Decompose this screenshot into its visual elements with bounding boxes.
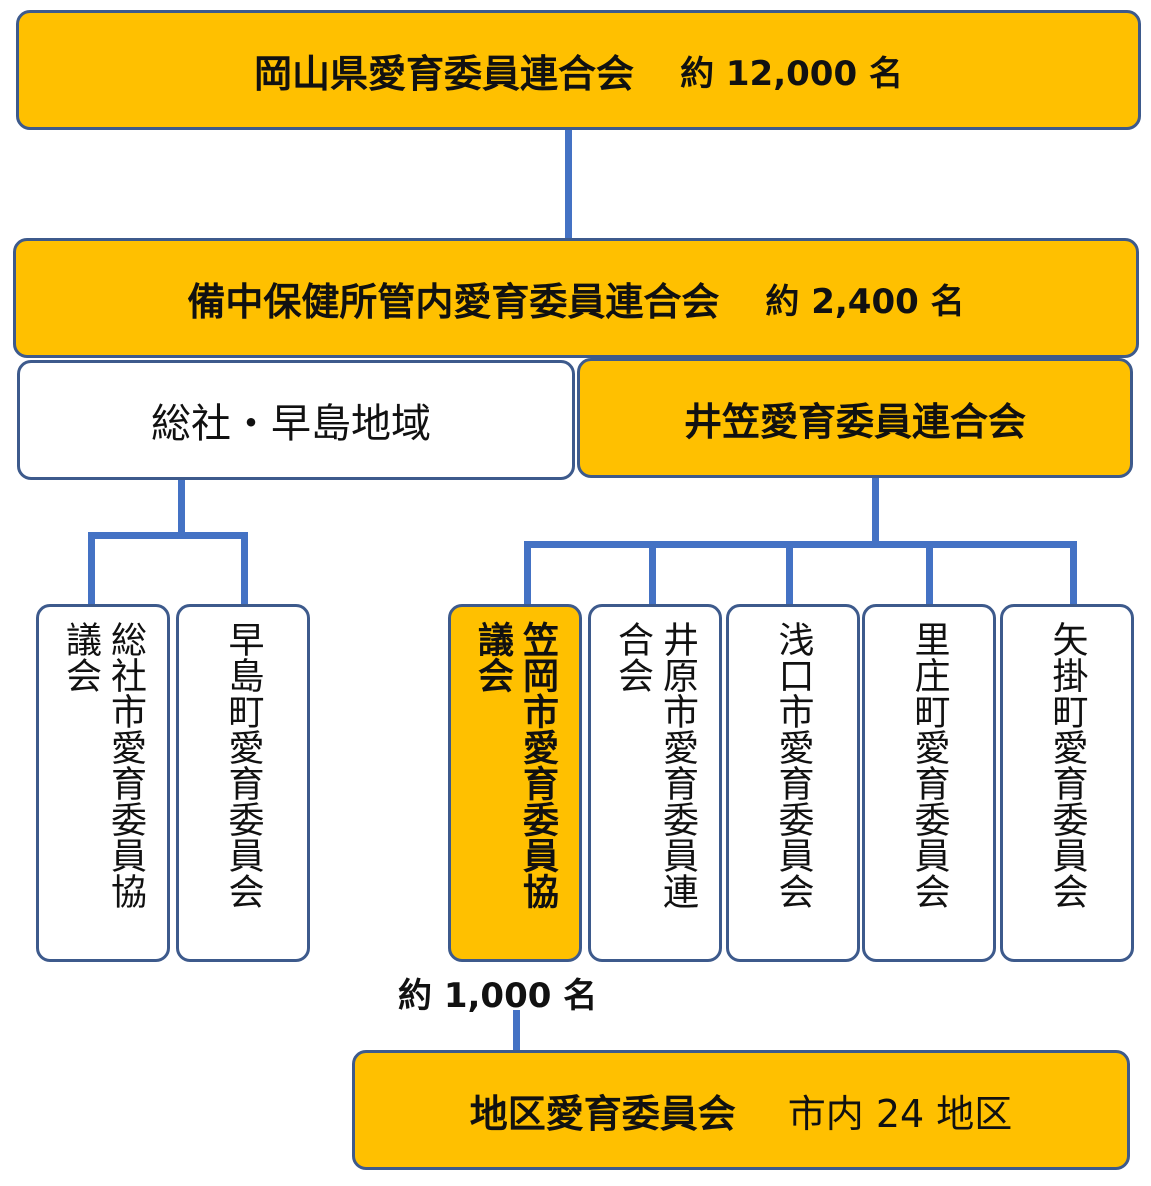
bicchu-name: 備中保健所管内愛育委員連合会 xyxy=(187,279,720,324)
prefecture-count: 約 12,000 名 xyxy=(680,53,903,94)
prefecture-box: 岡山県愛育委員連合会 約 12,000 名 xyxy=(16,10,1141,130)
ikasa-name: 井笠愛育委員連合会 xyxy=(683,399,1026,444)
soja-member-box: 総社市愛育委員協議会 xyxy=(36,604,170,962)
connector-soja-trunk xyxy=(178,480,185,532)
connector-ikasa-bar xyxy=(524,541,1077,548)
connector-kasaoka-district xyxy=(513,1010,520,1052)
soja-area-box: 総社・早島地域 xyxy=(17,360,575,480)
yakage-member-box: 矢掛町愛育委員会 xyxy=(1000,604,1134,962)
connector-soja-drop-2 xyxy=(241,532,248,607)
connector-ikasa-drop-4 xyxy=(926,541,933,607)
asakuchi-member-box: 浅口市愛育委員会 xyxy=(726,604,860,962)
connector-ikasa-drop-1 xyxy=(524,541,531,607)
district-box: 地区愛育委員会 市内 24 地区 xyxy=(352,1050,1130,1170)
satosho-member-name: 里庄町愛育委員会 xyxy=(908,621,950,909)
soja-member-name: 総社市愛育委員協議会 xyxy=(60,621,146,909)
satosho-member-box: 里庄町愛育委員会 xyxy=(862,604,996,962)
ikasa-box: 井笠愛育委員連合会 xyxy=(577,358,1133,478)
asakuchi-member-name: 浅口市愛育委員会 xyxy=(772,621,814,909)
connector-ikasa-trunk xyxy=(872,478,879,542)
ibara-member-name: 井原市愛育委員連合会 xyxy=(612,621,698,909)
connector-soja-bar xyxy=(88,532,248,539)
bicchu-box: 備中保健所管内愛育委員連合会 約 2,400 名 xyxy=(13,238,1139,358)
bicchu-count: 約 2,400 名 xyxy=(765,281,965,322)
kasaoka-count: 約 1,000 名 xyxy=(398,976,598,1016)
hayashima-member-box: 早島町愛育委員会 xyxy=(176,604,310,962)
district-name: 地区愛育委員会 xyxy=(469,1091,736,1136)
hayashima-member-name: 早島町愛育委員会 xyxy=(222,621,264,909)
connector-ikasa-drop-2 xyxy=(649,541,656,607)
soja-area-name: 総社・早島地域 xyxy=(151,401,431,447)
ibara-member-box: 井原市愛育委員連合会 xyxy=(588,604,722,962)
district-count: 市内 24 地区 xyxy=(787,1091,1013,1136)
connector-ikasa-drop-3 xyxy=(786,541,793,607)
kasaoka-member-name: 笠岡市愛育委員協議会 xyxy=(472,621,558,909)
connector-ikasa-drop-5 xyxy=(1070,541,1077,607)
prefecture-name: 岡山県愛育委員連合会 xyxy=(254,51,635,96)
connector-prefecture-bicchu xyxy=(565,128,572,240)
yakage-member-name: 矢掛町愛育委員会 xyxy=(1046,621,1088,909)
kasaoka-member-box: 笠岡市愛育委員協議会 xyxy=(448,604,582,962)
connector-soja-drop-1 xyxy=(88,532,95,607)
